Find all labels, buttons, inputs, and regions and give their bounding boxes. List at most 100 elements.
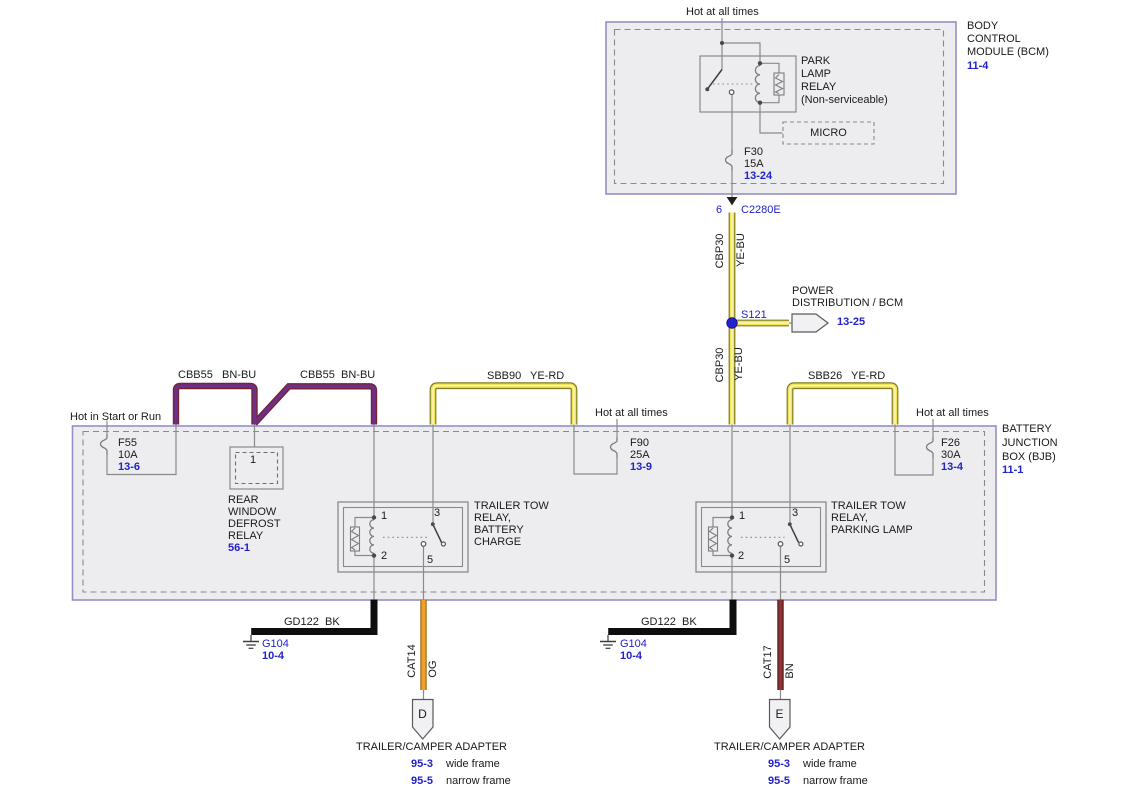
relay-park-pin3: 3 [792,507,799,519]
defrost-relay-pin-label: 1 [250,454,257,466]
ground-g104-left-page-ref[interactable]: 10-4 [262,650,285,662]
bcm-page-ref[interactable]: 11-4 [967,60,989,72]
bjb-title: BATTERY JUNCTION BOX (BJB) [1002,423,1058,463]
wire-cbp30-circuit-lower: CBP30 [714,347,726,383]
purple-wires-bnbu [172,382,378,426]
ground-g104-left-label: G104 [262,638,289,650]
wire-cbb55-color-1: BN-BU [222,369,257,381]
splice-s121-label: S121 [741,309,767,321]
adapter-title-left: TRAILER/CAMPER ADAPTER [356,741,507,753]
wire-cat14-circuit: CAT14 [406,644,418,678]
defrost-relay-box [229,446,284,490]
relay-park-pin5: 5 [784,554,791,566]
adapter-left-row1-label: wide frame [446,758,500,770]
connector-pin-number: 6 [716,204,723,216]
micro-label: MICRO [810,127,847,139]
ground-symbol-right [600,635,616,649]
adapter-left-row2-ref[interactable]: 95-5 [411,775,434,787]
wire-sbb90-color: YE-RD [530,370,565,382]
wire-cbp30-color-lower: YE-BU [733,347,745,381]
wire-cbb55-circuit-2: CBB55 [300,369,335,381]
wire-gd122-color-left: BK [325,616,340,628]
power-distribution-label: POWER DISTRIBUTION / BCM [792,285,904,309]
ground-symbol-left [243,635,259,649]
fuse-f26-icon [925,437,934,458]
relay-bat-pin3: 3 [434,507,441,519]
relay-resistors [349,72,785,552]
relay-bat-pin5: 5 [427,554,434,566]
relay-battery-charge-label: TRAILER TOW RELAY, BATTERY CHARGE [474,500,549,548]
gray-wires [106,18,934,700]
fuse-f55-label: F55 10A [118,437,138,461]
ground-g104-right-label: G104 [620,638,647,650]
wire-cbb55-color-2: BN-BU [341,369,376,381]
bjb-box [71,425,997,601]
wire-sbb26-circuit: SBB26 [808,370,843,382]
relay-parking-lamp-label: TRAILER TOW RELAY, PARKING LAMP [831,500,913,536]
hot-in-start-or-run-label: Hot in Start or Run [70,411,162,423]
relay-park-pin1: 1 [739,510,746,522]
wire-cat17-color: BN [784,663,796,679]
hot-at-all-times-top-label: Hot at all times [686,6,759,18]
fuse-f30-page-ref[interactable]: 13-24 [744,170,773,182]
fuse-f90-page-ref[interactable]: 13-9 [630,461,653,473]
adapter-right-row2-ref[interactable]: 95-5 [768,775,791,787]
bjb-page-ref[interactable]: 11-1 [1002,464,1024,476]
hot-at-all-times-mid-label: Hot at all times [595,407,668,419]
adapter-right-row1-label: wide frame [803,758,857,770]
connector-e-label: E [775,707,784,721]
connector-e-shape [768,698,791,740]
wire-cat17-circuit: CAT17 [762,645,774,679]
fuse-f55-icon [99,434,108,455]
power-dist-pointer-icon [791,313,829,333]
defrost-relay-page-ref[interactable]: 56-1 [228,542,251,554]
splice-s121-dot [726,317,738,329]
relay-coils [369,64,761,554]
wire-gd122-color-right: BK [682,616,697,628]
trailer-tow-relay-parking-box [695,501,827,573]
fuse-f55-page-ref[interactable]: 13-6 [118,461,141,473]
yellow-wires-ye [429,212,899,425]
trailer-tow-relay-battery-box [337,501,469,573]
junction-dots [371,40,792,558]
hot-at-all-times-right-label: Hot at all times [916,407,989,419]
fuse-f26-page-ref[interactable]: 13-4 [941,461,964,473]
fuse-f90-icon [609,437,618,458]
fuse-f30-label: F30 15A [744,146,764,170]
fuse-f26-label: F26 30A [941,437,961,461]
park-lamp-relay-label: PARK LAMP RELAY (Non-serviceable) [801,55,888,106]
defrost-relay-label: REAR WINDOW DEFROST RELAY [228,494,281,542]
fuse-f90-label: F90 25A [630,437,650,461]
adapter-left-row1-ref[interactable]: 95-3 [411,758,434,770]
wire-gd122-circuit-left: GD122 [284,616,319,628]
black-ground-wires [251,599,737,635]
wire-cbb55-circuit-1: CBB55 [178,369,213,381]
relay-park-pin2: 2 [738,550,745,562]
adapter-title-right: TRAILER/CAMPER ADAPTER [714,741,865,753]
micro-box [782,121,875,145]
power-distribution-page-ref[interactable]: 13-25 [837,316,866,328]
ground-g104-right-page-ref[interactable]: 10-4 [620,650,643,662]
bcm-box [605,21,957,195]
open-terminals [420,89,804,547]
fuse-f30-icon [724,150,733,171]
connector-d-shape [411,698,434,740]
connector-c2280e-label: C2280E [741,204,781,216]
connector-arrow-icon [726,197,738,206]
wire-sbb26-color: YE-RD [851,370,886,382]
connector-d-label: D [418,707,427,721]
bcm-title: BODY CONTROL MODULE (BCM) [967,20,1049,58]
adapter-left-row2-label: narrow frame [446,775,511,787]
switch-blades [432,69,800,543]
wire-gd122-circuit-right: GD122 [641,616,676,628]
relay-bat-pin1: 1 [381,510,388,522]
adapter-right-row2-label: narrow frame [803,775,868,787]
fuse-symbols [99,150,934,458]
wire-cbp30-circuit-upper: CBP30 [714,233,726,269]
adapter-right-row1-ref[interactable]: 95-3 [768,758,791,770]
actuation-dotted-lines [383,83,785,538]
wire-sbb90-circuit: SBB90 [487,370,522,382]
relay-bat-pin2: 2 [381,550,388,562]
